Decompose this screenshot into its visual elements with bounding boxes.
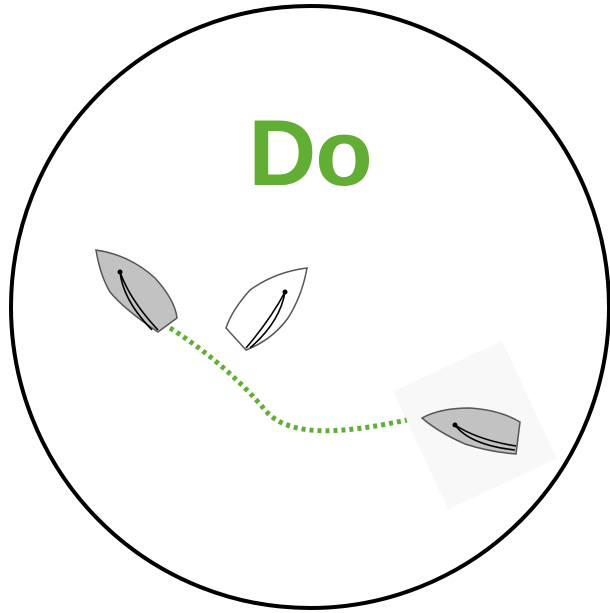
outer-circle (11, 6, 609, 608)
page-title: Do (0, 106, 610, 200)
